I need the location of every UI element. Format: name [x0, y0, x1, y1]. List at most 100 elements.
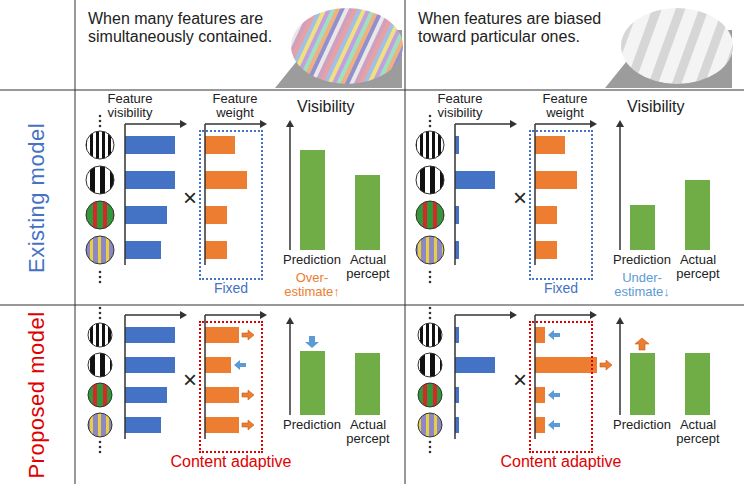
multiply-sign: × — [513, 367, 527, 393]
weight-bar — [535, 417, 545, 433]
bar-label: Actual percept — [673, 253, 723, 282]
axis-line — [454, 315, 456, 439]
axis-line — [124, 315, 126, 439]
grating-patch — [416, 236, 444, 264]
axis-arrowhead — [510, 311, 517, 319]
ellipsis-dot — [429, 125, 432, 128]
axis-line — [289, 126, 291, 250]
axis-line — [205, 123, 261, 125]
ellipsis-dot — [429, 115, 432, 118]
axis-line — [125, 123, 181, 125]
change-arrow — [635, 338, 649, 350]
weight-bar — [205, 327, 239, 343]
ellipsis-dot — [99, 312, 102, 315]
axis-arrowhead — [590, 311, 597, 319]
change-arrow — [305, 336, 319, 348]
ellipsis-dot — [429, 451, 432, 454]
change-arrow — [548, 330, 560, 340]
grating-patch — [418, 383, 442, 407]
axis-arrowhead — [616, 120, 624, 127]
ellipsis-dot — [429, 307, 432, 310]
multiply-sign: × — [183, 367, 197, 393]
axis-line — [534, 315, 536, 439]
bar-label: Actual percept — [673, 418, 723, 447]
ellipsis-dot — [99, 271, 102, 274]
percept-bar — [355, 175, 380, 250]
change-arrow — [548, 420, 560, 430]
ellipsis-dot — [99, 317, 102, 320]
change-arrow — [234, 360, 246, 370]
weight-bar — [205, 241, 227, 259]
weight-box: Content adaptive — [199, 321, 263, 453]
grating-patch — [418, 413, 442, 437]
weight-bar — [205, 387, 239, 403]
ellipsis-dot — [429, 276, 432, 279]
axis-title: Feature weight — [205, 92, 265, 121]
axis-line — [204, 124, 206, 265]
percept-bar — [355, 353, 380, 415]
ellipsis-dot — [99, 451, 102, 454]
grating-patch — [86, 166, 114, 194]
change-arrow — [242, 420, 254, 430]
weight-bar — [205, 357, 231, 373]
estimate-note: Under-estimate↓ — [609, 271, 675, 300]
box-caption: Fixed — [214, 280, 248, 296]
axis-line — [535, 123, 591, 125]
column-heading: When features are biased toward particul… — [418, 10, 628, 45]
bar-label: Actual percept — [343, 418, 393, 447]
weight-box: Fixed — [199, 130, 263, 280]
axis-arrowhead — [260, 311, 267, 319]
bar-label: Prediction — [613, 418, 671, 432]
ellipsis-dot — [99, 281, 102, 284]
axis-line — [619, 126, 621, 250]
multiply-sign: × — [183, 185, 197, 211]
box-caption: Fixed — [544, 280, 578, 296]
percept-bar — [685, 353, 710, 415]
weight-bar — [535, 387, 545, 403]
weight-bar — [205, 136, 235, 154]
bar-label: Prediction — [613, 253, 671, 267]
weight-bar — [205, 417, 239, 433]
axis-line — [535, 314, 591, 316]
axis-line — [289, 323, 291, 415]
multiply-sign: × — [513, 185, 527, 211]
bar-label: Actual percept — [343, 253, 393, 282]
prediction-bar — [300, 150, 325, 250]
visibility-bar — [125, 357, 175, 373]
grating-patch — [88, 353, 112, 377]
axis-line — [455, 314, 511, 316]
visibility-bar — [125, 206, 167, 224]
ellipsis-dot — [99, 276, 102, 279]
ellipsis-dot — [429, 271, 432, 274]
ellipsis-dot — [429, 281, 432, 284]
axis-arrowhead — [590, 120, 597, 128]
ellipsis-dot — [99, 125, 102, 128]
weight-bar — [535, 136, 565, 154]
weight-bar — [535, 327, 545, 343]
prediction-bar — [630, 205, 655, 250]
axis-line — [454, 124, 456, 265]
axis-arrowhead — [180, 311, 187, 319]
weight-bar — [535, 241, 557, 259]
axis-line — [124, 124, 126, 265]
row-heading: Existing model — [25, 123, 49, 273]
axis-line — [619, 323, 621, 415]
percept-bar — [685, 180, 710, 250]
visibility-bar — [455, 171, 495, 189]
axis-arrowhead — [180, 120, 187, 128]
ellipsis-dot — [429, 446, 432, 449]
ellipsis-dot — [429, 441, 432, 444]
axis-line — [455, 123, 511, 125]
ellipsis-dot — [429, 120, 432, 123]
ellipsis-dot — [99, 307, 102, 310]
weight-box: Content adaptive — [529, 321, 593, 453]
visibility-bar — [125, 417, 161, 433]
weight-bar — [205, 171, 247, 189]
visibility-bar — [125, 387, 167, 403]
visibility-bar — [455, 357, 495, 373]
weight-box: Fixed — [529, 130, 593, 280]
grating-patch — [418, 323, 442, 347]
bar-label: Prediction — [283, 418, 341, 432]
